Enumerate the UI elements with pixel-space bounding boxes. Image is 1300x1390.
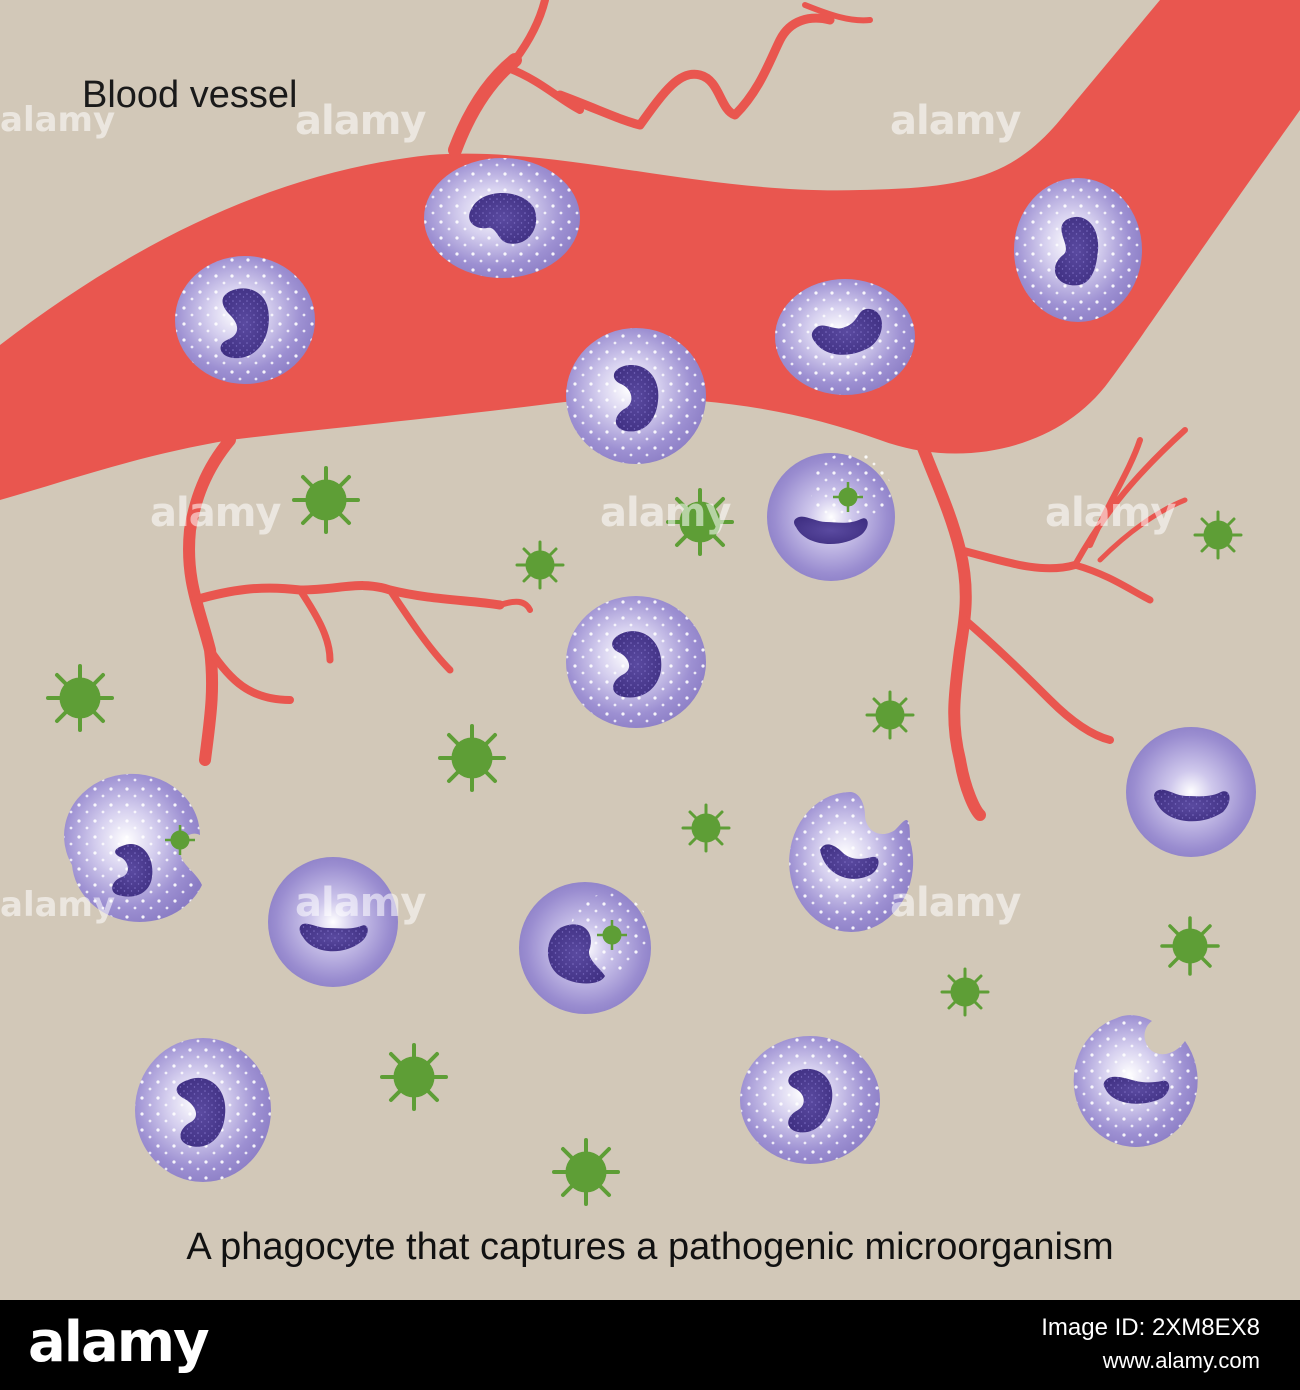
microbe <box>865 690 915 740</box>
watermark: alamy <box>295 880 426 926</box>
microbe <box>46 664 114 732</box>
microbe <box>515 540 565 590</box>
microbe <box>380 1043 448 1111</box>
microbe <box>681 803 731 853</box>
phagocyte-cell <box>1126 727 1256 857</box>
watermark: alamy <box>890 880 1021 926</box>
watermark: alamy <box>1045 490 1176 536</box>
watermark: alamy <box>890 98 1021 144</box>
phagocyte-cell <box>268 857 398 987</box>
phagocyte-cell <box>566 596 706 728</box>
footer-url: www.alamy.com <box>1102 1348 1260 1373</box>
blood-vessel-label: Blood vessel <box>82 74 298 116</box>
image-id: Image ID: 2XM8EX8 <box>1041 1314 1260 1341</box>
watermark: alamy <box>0 100 116 140</box>
alamy-logo: alamy <box>28 1310 210 1375</box>
microbe <box>165 825 195 855</box>
phagocyte-cell <box>424 158 580 278</box>
microbe <box>666 488 734 556</box>
microbe <box>1193 510 1243 560</box>
microbe <box>833 482 863 512</box>
microbe <box>940 967 990 1017</box>
phagocyte-cell <box>767 452 895 581</box>
footer-meta: Image ID: 2XM8EX8 www.alamy.com <box>1041 1314 1260 1374</box>
watermark: alamy <box>600 490 731 536</box>
phagocyte-cell <box>135 1038 271 1182</box>
phagocyte-cell <box>175 256 315 384</box>
microbe <box>552 1138 620 1206</box>
phagocytes <box>64 158 1256 1182</box>
phagocyte-cell <box>775 279 915 395</box>
microbes <box>46 466 1243 1206</box>
diagram-canvas: alamy alamy alamy alamy alamy alamy alam… <box>0 0 1300 1300</box>
watermark: alamy <box>0 885 116 925</box>
phagocyte-cell <box>519 882 651 1014</box>
illustration <box>0 0 1300 1206</box>
blood-vessel <box>0 0 1300 500</box>
watermark: alamy <box>150 490 281 536</box>
diagram-caption: A phagocyte that captures a pathogenic m… <box>186 1226 1114 1268</box>
microbe <box>438 724 506 792</box>
microbe <box>597 920 627 950</box>
stock-footer: alamy Image ID: 2XM8EX8 www.alamy.com <box>0 1300 1300 1390</box>
capillaries <box>183 0 1188 821</box>
phagocyte-cell <box>1073 1015 1198 1147</box>
phagocyte-cell <box>64 773 202 922</box>
phagocyte-cell <box>740 1036 880 1164</box>
phagocyte-cell <box>1014 178 1142 322</box>
phagocyte-cell <box>789 792 914 932</box>
microbe <box>292 466 360 534</box>
phagocyte-cell <box>566 328 706 464</box>
microbe <box>1160 916 1220 976</box>
watermark: alamy <box>295 98 426 144</box>
